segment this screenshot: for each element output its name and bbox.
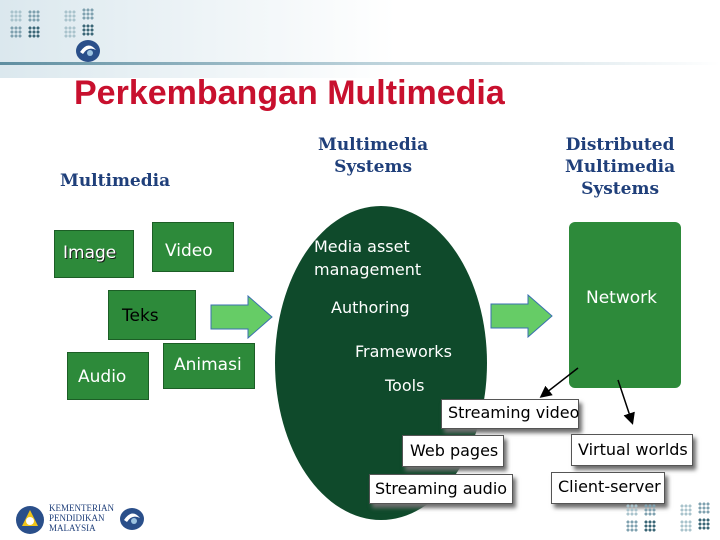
teks-label: Teks [122,306,159,326]
dot-grid-decoration [644,504,656,516]
streaming-audio-box [369,474,513,504]
arrow-to-streaming-video [539,367,579,398]
right-arrow-icon [490,294,553,338]
streaming-video-label: Streaming video [448,403,580,422]
dot-grid-decoration [680,520,692,532]
ministry-logo-text: KEMENTERIAN PENDIDIKAN MALAYSIA [49,503,114,533]
web-pages-box [402,435,504,467]
streaming-audio-label: Streaming audio [375,479,508,498]
dot-grid-decoration [698,518,710,530]
authoring-label: Authoring [331,298,410,317]
dot-grid-decoration [10,10,22,22]
arrow-to-virtual-worlds [617,379,635,425]
ministry-emblem-icon [76,40,100,62]
slide-title: Perkembangan Multimedia [74,74,505,112]
tools-label: Tools [385,376,425,395]
network-label: Network [586,288,657,308]
audio-label: Audio [78,367,127,387]
multimedia-systems-ellipse [275,206,487,520]
ministry-emblem-icon [120,508,144,530]
network-box [569,222,681,388]
video-label: Video [165,241,213,261]
dot-grid-decoration [82,8,94,20]
dot-grid-decoration [64,26,76,38]
media-asset-label: Media asset management [314,237,422,279]
dot-grid-decoration [10,26,22,38]
dot-grid-decoration [626,520,638,532]
frameworks-label: Frameworks [355,342,452,361]
connector-arrows [539,367,635,425]
header-rule [0,62,720,65]
dot-grid-decoration [64,10,76,22]
streaming-video-box [441,399,579,429]
client-server-label: Client-server [558,477,661,496]
image-label: Image [63,243,117,263]
dot-grid-decoration [698,502,710,514]
virtual-worlds-label: Virtual worlds [578,440,688,459]
video-box [152,222,234,272]
animasi-label: Animasi [174,355,242,375]
client-server-box [551,472,665,504]
image-box [54,230,134,278]
dot-grid-decoration [28,10,40,22]
teks-box [108,290,196,340]
distributed-systems-heading: Distributed Multimedia Systems [565,135,676,199]
dot-grid-decoration [28,26,40,38]
multimedia-heading: Multimedia [60,171,171,191]
dot-grid-decoration [644,520,656,532]
dot-grid-decoration [82,24,94,36]
audio-box [67,352,149,400]
dot-grid-decoration [680,504,692,516]
header-band [0,0,720,78]
dot-grid-decoration [626,504,638,516]
virtual-worlds-box [571,434,693,466]
ministry-crest-icon [16,506,44,534]
animasi-box [163,343,255,389]
web-pages-label: Web pages [410,441,499,460]
multimedia-systems-heading: Multimedia Systems [318,135,429,177]
right-arrow-icon [210,295,273,339]
